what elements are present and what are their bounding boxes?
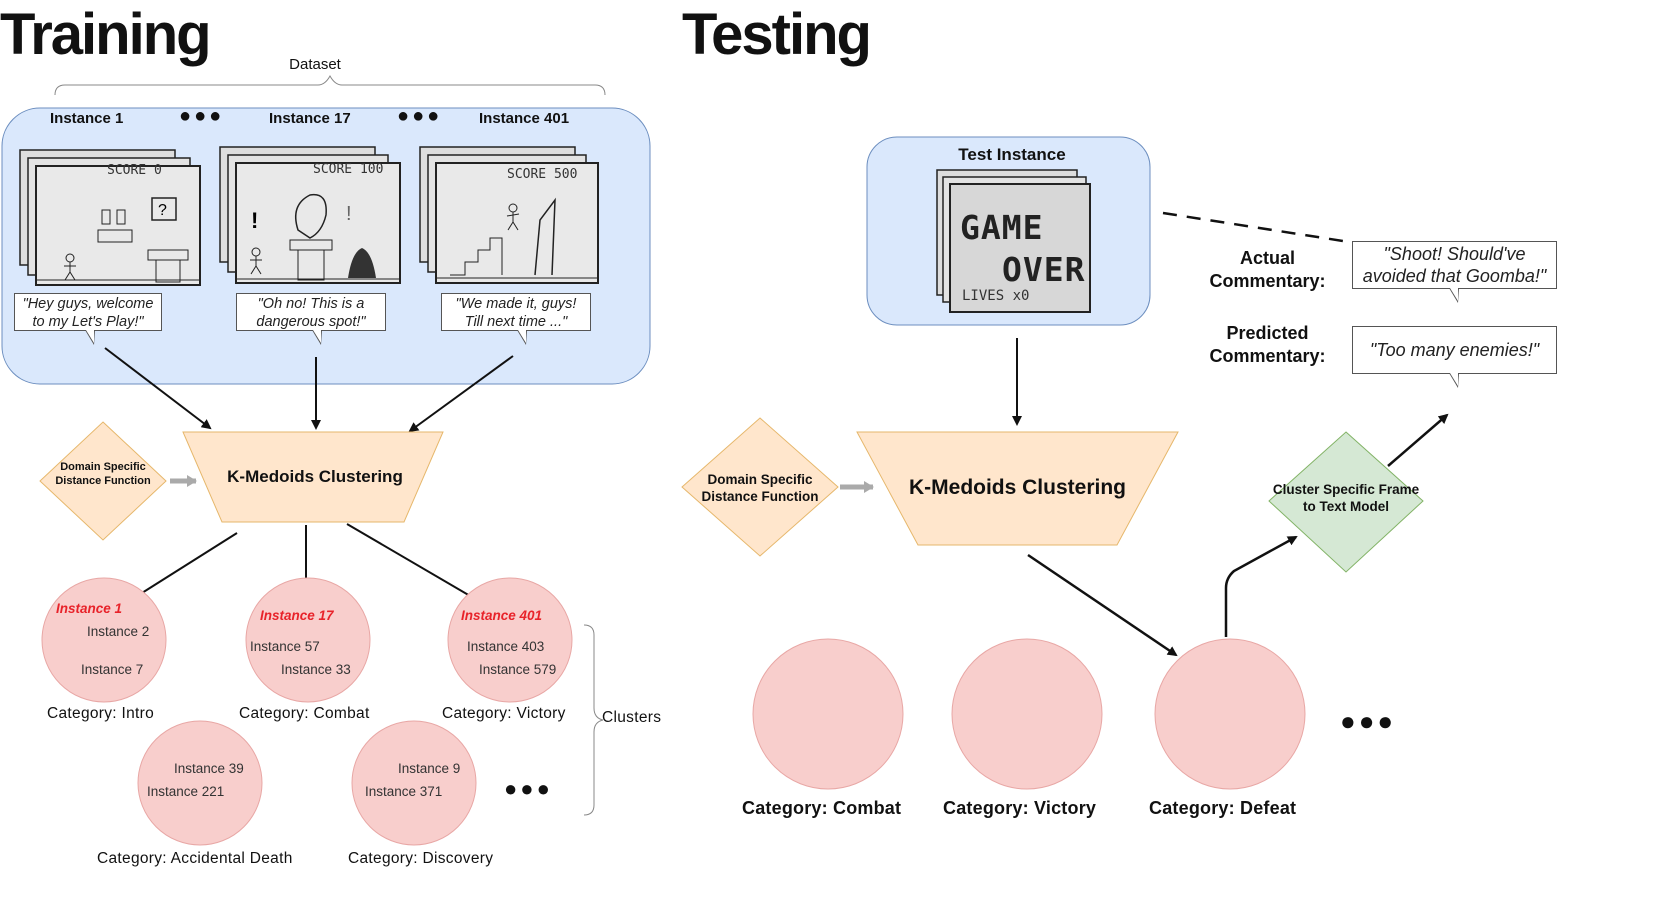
training-clustering-label: K-Medoids Clustering: [227, 467, 403, 486]
lives-readout: LIVES x0: [962, 288, 1030, 304]
frame-stack-test-instance: [936, 169, 1091, 313]
ellipsis-1: ●●●: [179, 105, 225, 127]
cluster-accidental-category: Category: Accidental Death: [97, 850, 293, 867]
dataset-brace: [54, 74, 606, 96]
arrow-clustering-to-defeat: [1027, 553, 1178, 657]
game-over-line-1: GAME: [960, 208, 1044, 247]
cluster-combat-member: Instance 33: [281, 662, 351, 677]
test-cluster-victory: [951, 638, 1103, 790]
test-instance-label: Test Instance: [958, 145, 1066, 164]
frame-stack-instance-17: ! !: [219, 146, 401, 284]
instance-header-401: Instance 401: [479, 110, 570, 127]
commentary-instance-17: "Oh no! This is a dangerous spot!": [236, 293, 386, 345]
score-instance-17: SCORE 100: [313, 162, 384, 177]
training-title: Training: [0, 2, 212, 67]
cluster-victory-member: Instance 403: [467, 639, 545, 654]
testing-distance-label: Domain Specific Distance Function: [701, 472, 819, 504]
dashed-link-actual: [1162, 211, 1344, 243]
cluster-combat: [245, 577, 371, 703]
score-instance-1: SCORE 0: [107, 163, 162, 178]
cluster-victory-member: Instance 579: [479, 662, 557, 677]
cluster-accidental-death: [137, 720, 263, 846]
dataset-label: Dataset: [289, 56, 341, 73]
more-clusters-dots: ●●●: [504, 776, 553, 801]
more-test-clusters-dots: ●●●: [1340, 706, 1397, 736]
cluster-accidental-member: Instance 39: [174, 761, 244, 776]
cluster-combat-member: Instance 57: [250, 639, 320, 654]
cluster-intro: [41, 577, 167, 703]
predicted-commentary-label: Predicted Commentary:: [1209, 323, 1326, 366]
score-instance-401: SCORE 500: [507, 167, 578, 182]
arrow-model-to-predicted: [1387, 413, 1449, 467]
arrow-to-cluster-victory: [346, 523, 491, 609]
model-label: Cluster Specific Frame to Text Model: [1272, 482, 1420, 514]
cluster-discovery: [351, 720, 477, 846]
test-category-defeat: Category: Defeat: [1149, 798, 1297, 818]
svg-text:!: !: [251, 208, 258, 233]
commentary-instance-1: "Hey guys, welcome to my Let's Play!": [14, 293, 162, 345]
frame-stack-instance-401: [419, 146, 599, 284]
test-category-combat: Category: Combat: [742, 798, 902, 818]
cluster-victory-category: Category: Victory: [442, 705, 566, 722]
frame-stack-instance-1: ?: [19, 149, 201, 286]
instance-header-17: Instance 17: [269, 110, 351, 127]
instance-header-1: Instance 1: [50, 110, 124, 127]
game-over-line-2: OVER: [1002, 250, 1086, 289]
testing-clustering-trapezoid: [856, 431, 1179, 546]
arrow-to-cluster-intro: [132, 532, 238, 600]
actual-commentary-bubble: "Shoot! Should've avoided that Goomba!": [1352, 241, 1557, 303]
testing-title: Testing: [682, 2, 872, 67]
training-distance-label: Domain Specific Distance Function: [55, 461, 151, 487]
training-distance-diamond: [39, 421, 167, 541]
cluster-discovery-member: Instance 9: [398, 761, 461, 776]
cluster-intro-member: Instance 2: [87, 624, 150, 639]
cluster-discovery-category: Category: Discovery: [348, 850, 494, 867]
test-cluster-combat: [752, 638, 904, 790]
cluster-victory: [447, 577, 573, 703]
commentary-instance-401: "We made it, guys! Till next time ...": [441, 293, 591, 345]
clusters-label: Clusters: [602, 709, 662, 726]
cluster-intro-member: Instance 7: [81, 662, 144, 677]
clusters-brace: [583, 624, 604, 816]
test-cluster-defeat: [1154, 638, 1306, 790]
testing-clustering-label: K-Medoids Clustering: [908, 476, 1126, 499]
svg-text:?: ?: [158, 202, 167, 219]
cluster-intro-medoid: Instance 1: [56, 601, 123, 616]
cluster-accidental-member: Instance 221: [147, 784, 225, 799]
predicted-commentary-bubble: "Too many enemies!": [1352, 326, 1557, 388]
frame-to-text-model-diamond: [1268, 431, 1424, 573]
ellipsis-2: ●●●: [397, 105, 443, 127]
arrow-instance1-to-clustering: [104, 347, 212, 430]
actual-commentary-label: Actual Commentary:: [1209, 248, 1326, 291]
arrow-defeat-to-model: [1224, 535, 1298, 637]
test-category-victory: Category: Victory: [943, 798, 1097, 818]
arrow-instance401-to-clustering: [408, 355, 514, 433]
svg-text:!: !: [346, 203, 352, 225]
cluster-victory-medoid: Instance 401: [461, 608, 543, 623]
cluster-combat-medoid: Instance 17: [260, 608, 334, 623]
training-clustering-trapezoid: [182, 431, 444, 523]
cluster-discovery-member: Instance 371: [365, 784, 443, 799]
cluster-intro-category: Category: Intro: [47, 705, 155, 722]
testing-distance-diamond: [681, 417, 839, 557]
cluster-combat-category: Category: Combat: [239, 705, 370, 722]
